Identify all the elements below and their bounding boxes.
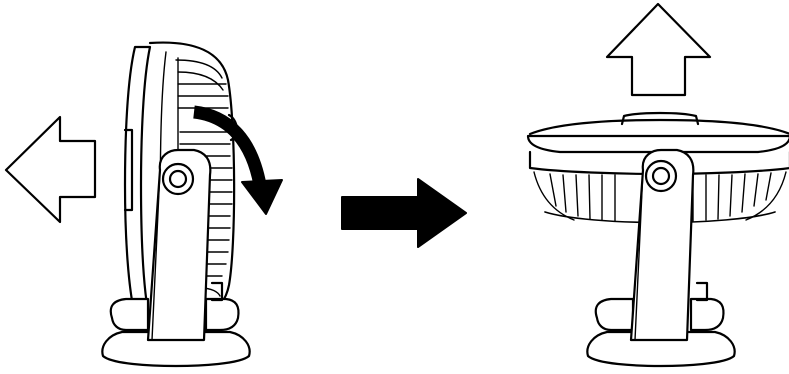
pivot-arm <box>629 148 695 342</box>
fan-top-cap <box>620 111 700 126</box>
fan-stand-right <box>586 148 736 368</box>
rotate-down-arrow-icon <box>192 105 283 215</box>
pivot-knob-inner <box>168 169 188 189</box>
airflow-left-arrow-icon <box>4 115 97 224</box>
fan-stand-left <box>101 148 251 368</box>
pivot-arm <box>146 148 212 342</box>
transition-arrow-icon <box>341 178 467 248</box>
fan-side-tab <box>123 128 134 212</box>
fan-front-rim <box>123 45 152 324</box>
stand-base <box>101 330 251 368</box>
pivot-knob-outer <box>161 162 195 196</box>
stand-base <box>586 330 736 368</box>
pivot-knob-inner <box>651 166 671 186</box>
airflow-up-arrow-icon <box>605 2 712 97</box>
fan-top-rim <box>528 118 789 136</box>
pivot-knob-outer <box>644 159 678 193</box>
